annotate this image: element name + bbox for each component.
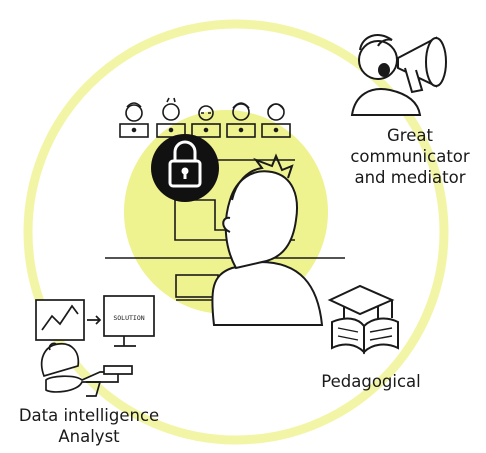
label-line: and mediator xyxy=(354,168,466,187)
label-great-communicator: Great communicator and mediator xyxy=(334,125,486,188)
label-line: Analyst xyxy=(58,427,120,446)
label-line: communicator xyxy=(350,147,470,166)
monitor-solution-text: SOLUTION xyxy=(113,314,144,322)
team-avatars-icon xyxy=(119,97,291,138)
label-data-intelligence-analyst: Data intelligence Analyst xyxy=(0,405,178,447)
lock-icon xyxy=(151,134,219,202)
label-line: Pedagogical xyxy=(321,372,421,391)
person-at-board-icon xyxy=(211,153,324,326)
graduation-book-icon xyxy=(327,284,399,355)
outer-ring xyxy=(23,19,449,445)
megaphone-person-icon xyxy=(350,34,447,116)
analyst-at-desk-icon: SOLUTION xyxy=(35,295,155,397)
label-line: Great xyxy=(387,126,433,145)
label-pedagogical: Pedagogical xyxy=(296,371,446,392)
label-line: Data intelligence xyxy=(18,406,160,425)
